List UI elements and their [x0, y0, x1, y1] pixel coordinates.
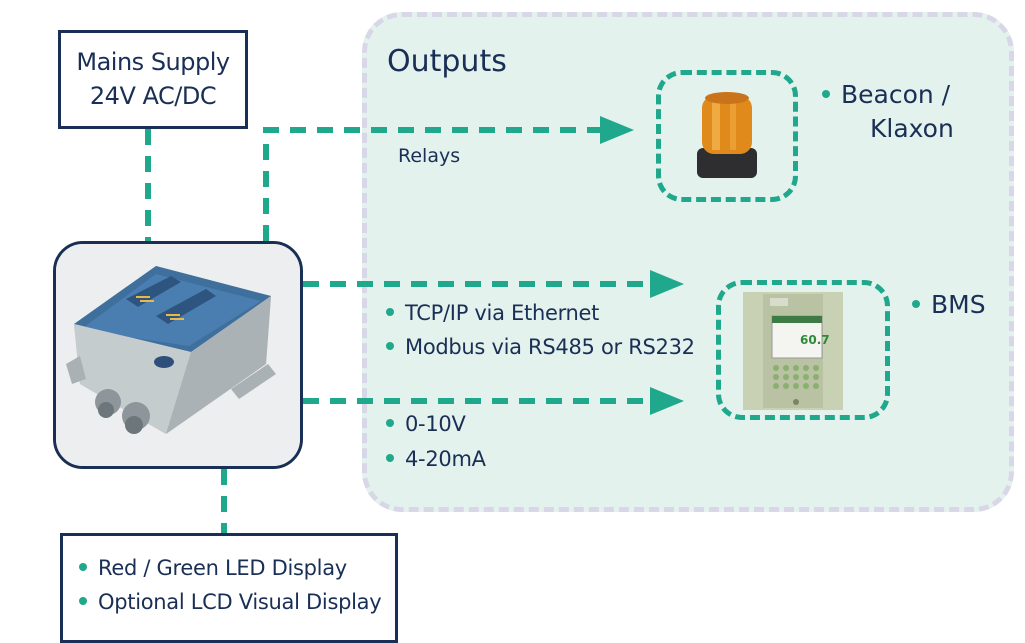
- analog-item-text: 4-20mA: [405, 447, 486, 471]
- bms-frame: [716, 280, 890, 420]
- outputs-panel: [362, 12, 1014, 512]
- comms-item-text: Modbus via RS485 or RS232: [405, 335, 695, 359]
- beacon-frame: [656, 70, 798, 202]
- beacon-bullet: [822, 90, 830, 98]
- comms-item-text: TCP/IP via Ethernet: [405, 301, 600, 325]
- display-item-text: Optional LCD Visual Display: [98, 590, 382, 614]
- analog-item: 0-10V: [386, 412, 466, 436]
- bms-label: BMS: [912, 290, 986, 319]
- relay-arrow-head: [600, 116, 634, 144]
- leak-detector-device: [53, 241, 303, 469]
- analog-bullet: [386, 454, 394, 462]
- comms-item: Modbus via RS485 or RS232: [386, 335, 695, 359]
- relays-label: Relays: [398, 145, 461, 167]
- display-bullet: [79, 563, 87, 571]
- mains-line1: Mains Supply: [76, 48, 230, 76]
- beacon-line2: Klaxon: [870, 114, 954, 143]
- comms-item: TCP/IP via Ethernet: [386, 301, 599, 325]
- display-item: Optional LCD Visual Display: [79, 590, 382, 614]
- relay-line: [263, 127, 610, 241]
- beacon-label: Beacon / Klaxon: [822, 78, 954, 146]
- comms-bullet: [386, 308, 394, 316]
- display-item-text: Red / Green LED Display: [98, 556, 347, 580]
- bms-readout: 60.7: [800, 333, 830, 347]
- bms-illustration: [743, 292, 843, 410]
- analog-item-text: 0-10V: [405, 412, 466, 436]
- beacon-illustration: [697, 92, 757, 178]
- comms-arrow-head: [650, 270, 684, 298]
- bms-bullet: [912, 300, 920, 308]
- display-bullet: [79, 597, 87, 605]
- mains-supply-box: Mains Supply 24V AC/DC: [58, 30, 248, 129]
- display-item: Red / Green LED Display: [79, 556, 347, 580]
- device-illustration: [56, 244, 300, 466]
- analog-bullet: [386, 419, 394, 427]
- analog-item: 4-20mA: [386, 447, 486, 471]
- comms-bullet: [386, 342, 394, 350]
- analog-arrow-head: [650, 387, 684, 415]
- beacon-line1: Beacon /: [841, 80, 951, 109]
- bms-text: BMS: [931, 290, 986, 319]
- connector-lines: [145, 116, 684, 533]
- outputs-title: Outputs: [387, 44, 507, 79]
- mains-line2: 24V AC/DC: [89, 82, 217, 110]
- display-options-box: Red / Green LED Display Optional LCD Vis…: [60, 533, 398, 643]
